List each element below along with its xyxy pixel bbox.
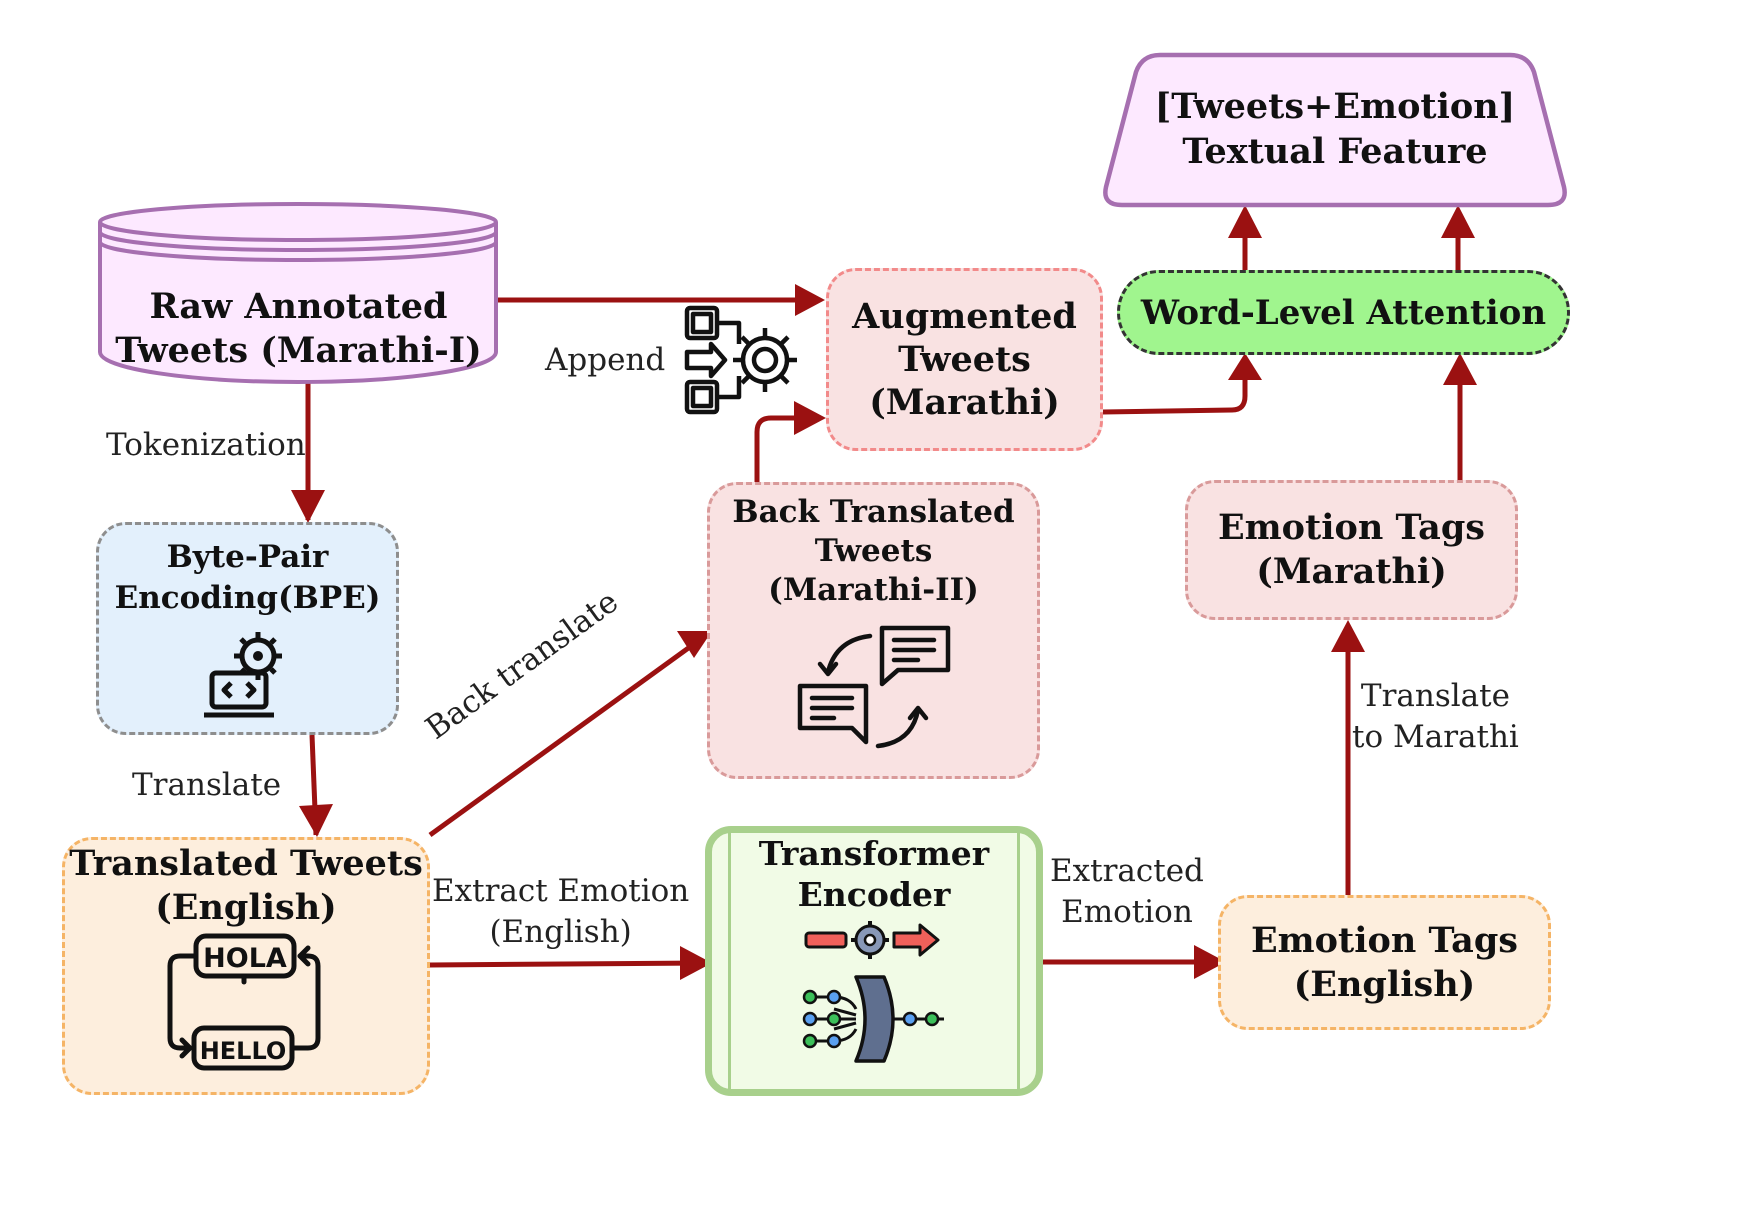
textual-feature-node: [Tweets+Emotion] Textual Feature: [1110, 84, 1560, 184]
arrowhead: [794, 401, 826, 435]
encoder-right-rail: [1017, 833, 1020, 1089]
append-label: Append: [545, 342, 666, 378]
translated-tweets-label: Translated Tweets (English): [69, 843, 423, 928]
tokenization-label: Tokenization: [106, 427, 306, 463]
encoder-left-rail: [728, 833, 731, 1089]
arrowhead: [291, 490, 325, 523]
append-process-icon: [684, 305, 797, 415]
database-cylinder-shape: [98, 202, 498, 384]
hola-text: HOLA: [203, 943, 287, 974]
translate-to-marathi-label: Translate to Marathi: [1352, 678, 1519, 755]
arrow-backtranslated-to-augmented: [754, 415, 805, 485]
extract-emotion-label: Extract Emotion (English): [432, 873, 690, 950]
arrowhead: [795, 284, 825, 316]
arrowhead: [1441, 205, 1475, 238]
augmented-tweets-label: Augmented Tweets (Marathi): [852, 296, 1077, 423]
arrow-translated-to-backtranslated: [428, 633, 707, 838]
arrowhead: [299, 804, 333, 837]
bpe-label: Byte-Pair Encoding(BPE): [114, 539, 381, 616]
translate-label: Translate: [132, 767, 282, 803]
conversation-swap-icon: [797, 625, 950, 749]
language-swap-icon: HOLA HELLO: [167, 933, 321, 1071]
hello-text: HELLO: [200, 1037, 287, 1065]
emotion-tags-english-node: Emotion Tags (English): [1218, 895, 1551, 1030]
arrowhead: [1228, 353, 1262, 380]
arrow-translated-to-transformer: [429, 960, 706, 968]
word-level-attention-label: Word-Level Attention: [1140, 292, 1547, 333]
neural-layer-icon: [802, 975, 944, 1063]
arrowhead: [680, 946, 712, 980]
augmented-tweets-node: Augmented Tweets (Marathi): [826, 268, 1103, 451]
arrow-augmented-to-attention: [1102, 362, 1248, 415]
raw-tweets-node: Raw Annotated Tweets (Marathi-I): [115, 286, 482, 371]
transformer-encoder-label: Transformer Encoder: [758, 834, 990, 914]
arrowhead: [1228, 205, 1262, 238]
emotion-tags-english-label: Emotion Tags (English): [1250, 919, 1519, 1005]
translated-tweets-node: Translated Tweets (English) HOLA HELLO: [62, 837, 430, 1095]
back-translated-node: Back Translated Tweets (Marathi-II): [707, 482, 1040, 779]
textual-feature-label: [Tweets+Emotion] Textual Feature: [1154, 86, 1516, 172]
arrowhead: [1194, 945, 1226, 979]
code-gear-icon: [203, 632, 282, 718]
arrowhead: [1331, 620, 1365, 652]
transformer-encoder-node: Transformer Encoder: [705, 826, 1043, 1096]
word-level-attention-node: Word-Level Attention: [1117, 270, 1570, 355]
arrowhead: [677, 631, 712, 658]
encoder-pipeline-icon: [804, 921, 940, 959]
emotion-tags-marathi-label: Emotion Tags (Marathi): [1217, 507, 1486, 592]
back-translated-label: Back Translated Tweets (Marathi-II): [732, 494, 1015, 608]
emotion-tags-marathi-node: Emotion Tags (Marathi): [1185, 480, 1518, 620]
bpe-node: Byte-Pair Encoding(BPE): [96, 522, 399, 735]
arrowhead: [1443, 353, 1477, 385]
extracted-emotion-label: Extracted Emotion: [1050, 853, 1204, 930]
feature-trapezoid-shape: [1103, 52, 1567, 208]
